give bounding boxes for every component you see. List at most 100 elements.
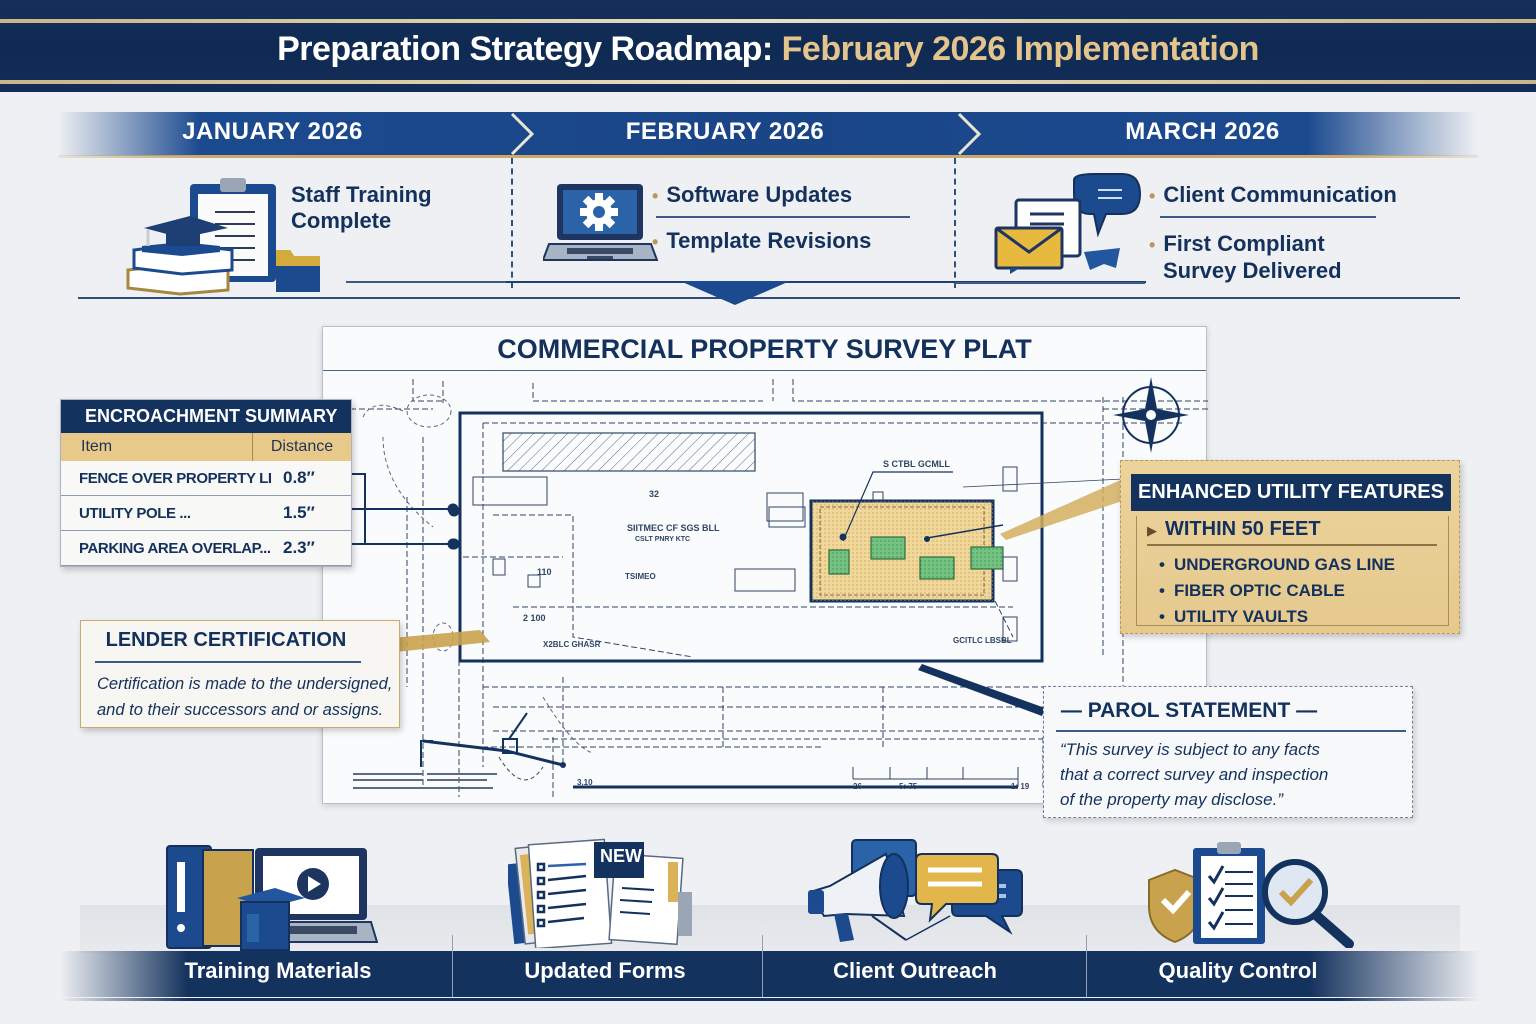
parol-statement-card: — PAROL STATEMENT — “This survey is subj… (1043, 686, 1413, 818)
utility-subtitle: ▶ WITHIN 50 FEET (1147, 518, 1321, 541)
column-header-distance: Distance (270, 438, 334, 455)
milestone-client-communication: Client Communication (1149, 182, 1396, 209)
row-item: PARKING AREA OVERLAP... (79, 539, 271, 557)
milestone-staff-training: Staff Training Complete (291, 182, 432, 234)
milestone-text-line: Survey Delivered (1163, 258, 1342, 283)
bottom-banner (60, 951, 1480, 997)
month-label-february: FEBRUARY 2026 (625, 118, 825, 145)
lender-text-line: Certification is made to the undersigned… (97, 675, 393, 693)
list-item: UTILITY VAULTS (1159, 604, 1395, 630)
month-label-january: JANUARY 2026 (182, 118, 363, 145)
milestone-text-line: Complete (291, 208, 392, 233)
table-row: UTILITY POLE ... 1.5″ (61, 496, 351, 531)
chevron-right-icon (510, 112, 535, 156)
plat-drawing: S CTBL GCMLL SIITMEC CF SGS BLL CSLT PNR… (323, 377, 1208, 797)
column-divider (511, 158, 513, 288)
title-prefix: Preparation Strategy Roadmap: (277, 30, 782, 68)
north-arrow-icon (1113, 377, 1189, 453)
svg-text:X2BLC GHASR: X2BLC GHASR (543, 640, 601, 649)
bottom-label-client-outreach: Client Outreach (833, 958, 997, 983)
svg-text:GCITLC LBSBL: GCITLC LBSBL (953, 636, 1012, 645)
lender-title: LENDER CERTIFICATION (105, 629, 347, 651)
page-title: Preparation Strategy Roadmap: February 2… (0, 30, 1536, 69)
svg-text:26: 26 (853, 782, 862, 791)
svg-text:SIITMEC CF SGS BLL: SIITMEC CF SGS BLL (627, 523, 720, 533)
bottom-label-quality-control: Quality Control (1158, 958, 1318, 983)
bottom-label-updated-forms: Updated Forms (524, 958, 686, 983)
triangle-right-icon: ▶ (1147, 523, 1157, 538)
down-arrow-pointer-icon (680, 281, 790, 305)
divider-line (346, 281, 506, 283)
milestone-first-compliant-survey: First Compliant Survey Delivered (1149, 231, 1342, 284)
column-divider (954, 158, 956, 288)
divider-line (955, 282, 1145, 284)
laptop-gear-icon (543, 184, 658, 261)
divider-line (1056, 730, 1406, 732)
bottom-rule (60, 998, 1480, 1001)
header-banner: Preparation Strategy Roadmap: February 2… (0, 0, 1536, 92)
envelope-chat-icon (994, 173, 1142, 274)
lender-certification-card: LENDER CERTIFICATION Certification is ma… (80, 620, 400, 728)
parol-text-line: of the property may disclose.” (1060, 790, 1283, 809)
row-item: UTILITY POLE ... (79, 504, 191, 522)
row-distance: 2.3″ (283, 538, 315, 557)
bottom-label-training-materials: Training Materials (184, 958, 372, 983)
utility-list: UNDERGROUND GAS LINE FIBER OPTIC CABLE U… (1159, 552, 1395, 630)
column-divider (452, 935, 453, 997)
row-distance: 0.8″ (283, 468, 315, 487)
timeline-gold-rule (58, 155, 1478, 158)
divider-line (1147, 544, 1437, 546)
lender-text-line: and to their successors and or assigns. (97, 701, 384, 719)
svg-text:32: 32 (649, 489, 659, 499)
new-badge: NEW (600, 846, 642, 866)
svg-text:TSIMEO: TSIMEO (625, 572, 656, 581)
svg-text:1: 19: 1: 19 (1011, 782, 1030, 791)
training-clipboard-icon (126, 178, 320, 296)
svg-text:CSLT PNRY KTC: CSLT PNRY KTC (635, 536, 690, 543)
parol-body: “This survey is subject to any facts tha… (1060, 737, 1400, 812)
month-label-march: MARCH 2026 (1125, 118, 1280, 145)
divider-line (1160, 216, 1376, 218)
title-highlight: February 2026 Implementation (781, 30, 1260, 68)
table-header: Item Distance (61, 433, 351, 461)
forms-new-icon (508, 838, 692, 948)
svg-text:S CTBL GCMLL: S CTBL GCMLL (883, 459, 950, 469)
milestone-template-revisions: Template Revisions (652, 228, 871, 255)
utility-features-card: ENHANCED UTILITY FEATURES ▶ WITHIN 50 FEE… (1120, 460, 1460, 634)
list-item: FIBER OPTIC CABLE (1159, 578, 1395, 604)
parol-text-line: that a correct survey and inspection (1060, 765, 1329, 784)
milestone-software-updates: Software Updates (652, 182, 852, 209)
header-gold-rule-bottom (0, 80, 1536, 84)
parol-text-line: “This survey is subject to any facts (1060, 740, 1320, 759)
timeline-divider (78, 297, 1460, 299)
parol-title: — PAROL STATEMENT — (1060, 699, 1318, 722)
row-item: FENCE OVER PROPERTY LINE... (79, 469, 271, 487)
column-divider (762, 935, 763, 997)
svg-text:5: 75: 5: 75 (899, 782, 918, 791)
list-item: UNDERGROUND GAS LINE (1159, 552, 1395, 578)
encroachment-summary-table: ENCROACHMENT SUMMARY Item Distance FENCE… (60, 399, 352, 567)
megaphone-chat-icon (808, 839, 1023, 942)
table-row: FENCE OVER PROPERTY LINE... 0.8″ (61, 461, 351, 496)
chevron-right-icon (957, 112, 982, 156)
row-distance: 1.5″ (283, 503, 315, 522)
utility-title: ENHANCED UTILITY FEATURES (1131, 474, 1451, 511)
utility-body: ▶ WITHIN 50 FEET UNDERGROUND GAS LINE FIB… (1136, 516, 1449, 626)
column-divider (1086, 935, 1087, 997)
milestone-text-line: Staff Training (291, 182, 432, 207)
column-header-item: Item (61, 433, 253, 461)
lender-body: Certification is made to the undersigned… (97, 671, 397, 723)
utility-subtitle-text: WITHIN 50 FEET (1165, 518, 1321, 540)
divider-line (95, 661, 361, 663)
header-gold-rule-top (0, 19, 1536, 23)
milestone-text-line: First Compliant (1149, 231, 1342, 258)
timeline-banner (58, 112, 1478, 156)
svg-text:3.10: 3.10 (577, 778, 593, 787)
encroachment-title: ENCROACHMENT SUMMARY (61, 400, 351, 433)
binder-laptop-icon (166, 845, 378, 951)
divider-line (656, 216, 910, 218)
plat-title: COMMERCIAL PROPERTY SURVEY PLAT (323, 327, 1206, 371)
svg-text:110: 110 (537, 567, 552, 577)
table-row: PARKING AREA OVERLAP... 2.3″ (61, 531, 351, 566)
checklist-magnifier-icon (1148, 842, 1354, 948)
